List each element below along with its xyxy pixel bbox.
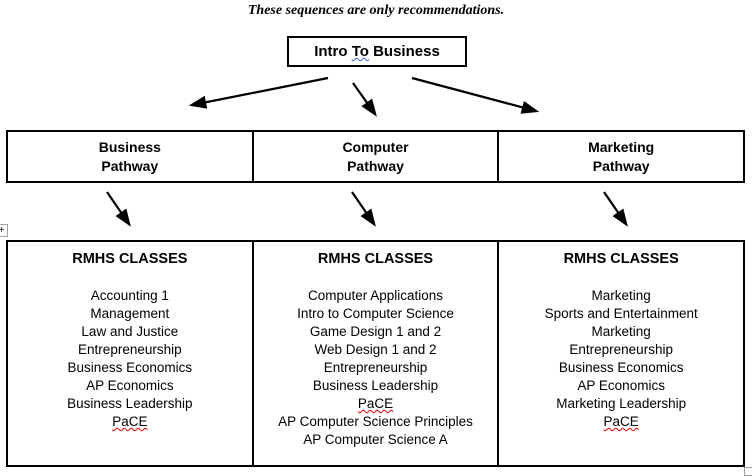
arrow-business-to-classes bbox=[106, 191, 131, 227]
class-item: Business Leadership bbox=[67, 396, 193, 411]
pathway-label-line2: Pathway bbox=[101, 157, 159, 174]
class-item: PaCE bbox=[499, 413, 743, 431]
intro-to-business-box[interactable]: Intro To Business bbox=[287, 36, 467, 67]
class-item: Entrepreneurship bbox=[569, 342, 673, 357]
recommendation-note: These sequences are only recommendations… bbox=[247, 3, 505, 18]
class-item: Entrepreneurship bbox=[323, 360, 428, 375]
classes-cell-business[interactable]: RMHS CLASSES Accounting 1 Management Law… bbox=[8, 242, 252, 465]
pathway-cell-computer[interactable]: Computer Pathway bbox=[251, 132, 498, 181]
intro-text-before: Intro bbox=[314, 43, 352, 60]
arrow-intro-to-business-pathway bbox=[188, 76, 329, 109]
pathway-label-line2: Pathway bbox=[347, 157, 404, 174]
spellcheck-flagged-word: PaCE bbox=[112, 414, 148, 429]
pathway-label-line2: Pathway bbox=[592, 157, 650, 174]
rmhs-classes-table: RMHS CLASSES Accounting 1 Management Law… bbox=[6, 240, 745, 467]
class-item: Marketing bbox=[591, 288, 651, 303]
class-item: Marketing bbox=[591, 324, 651, 339]
classes-header: RMHS CLASSES bbox=[72, 251, 188, 267]
class-item: Entrepreneurship bbox=[78, 342, 182, 357]
class-item: AP Computer Science A bbox=[303, 432, 448, 447]
table-move-handle-icon[interactable]: + bbox=[0, 224, 8, 237]
classes-cell-computer[interactable]: RMHS CLASSES Computer Applications Intro… bbox=[251, 242, 498, 465]
intro-text-after: Business bbox=[368, 43, 440, 60]
class-item: AP Economics bbox=[86, 378, 174, 393]
class-item: Business Leadership bbox=[312, 378, 439, 393]
class-item: Accounting 1 bbox=[90, 288, 169, 303]
arrow-intro-to-marketing-pathway bbox=[411, 76, 540, 114]
pathway-cell-business[interactable]: Business Pathway bbox=[8, 132, 252, 181]
class-item: PaCE bbox=[254, 395, 498, 413]
class-item: Game Design 1 and 2 bbox=[309, 324, 442, 339]
class-item: Law and Justice bbox=[81, 324, 179, 339]
arrow-marketing-to-classes bbox=[603, 191, 628, 227]
spellcheck-flagged-word: PaCE bbox=[603, 414, 639, 429]
classes-header: RMHS CLASSES bbox=[563, 251, 679, 267]
spellcheck-flagged-word: PaCE bbox=[357, 396, 394, 411]
pathway-label-line1: Marketing bbox=[588, 139, 655, 156]
arrow-computer-to-classes bbox=[351, 191, 376, 227]
class-item: Management bbox=[90, 306, 170, 321]
class-item: PaCE bbox=[8, 413, 252, 431]
class-item: AP Computer Science Principles bbox=[278, 414, 473, 429]
pathway-label-line1: Business bbox=[98, 139, 161, 156]
class-item: Intro to Computer Science bbox=[297, 306, 454, 321]
class-item: Sports and Entertainment bbox=[544, 306, 698, 321]
class-item: Computer Applications bbox=[307, 288, 444, 303]
grammar-flagged-word: To bbox=[351, 43, 369, 60]
arrow-intro-to-computer-pathway bbox=[352, 82, 377, 117]
pathway-row: Business Pathway Computer Pathway Market… bbox=[6, 130, 745, 183]
class-item: Business Economics bbox=[558, 360, 684, 375]
pathway-cell-marketing[interactable]: Marketing Pathway bbox=[497, 132, 743, 181]
pathway-label-line1: Computer bbox=[342, 139, 409, 156]
class-item: Business Economics bbox=[67, 360, 193, 375]
class-item: Marketing Leadership bbox=[556, 396, 687, 411]
classes-header: RMHS CLASSES bbox=[317, 251, 434, 267]
class-item: Web Design 1 and 2 bbox=[314, 342, 437, 357]
classes-cell-marketing[interactable]: RMHS CLASSES Marketing Sports and Entert… bbox=[497, 242, 743, 465]
class-item: AP Economics bbox=[577, 378, 665, 393]
